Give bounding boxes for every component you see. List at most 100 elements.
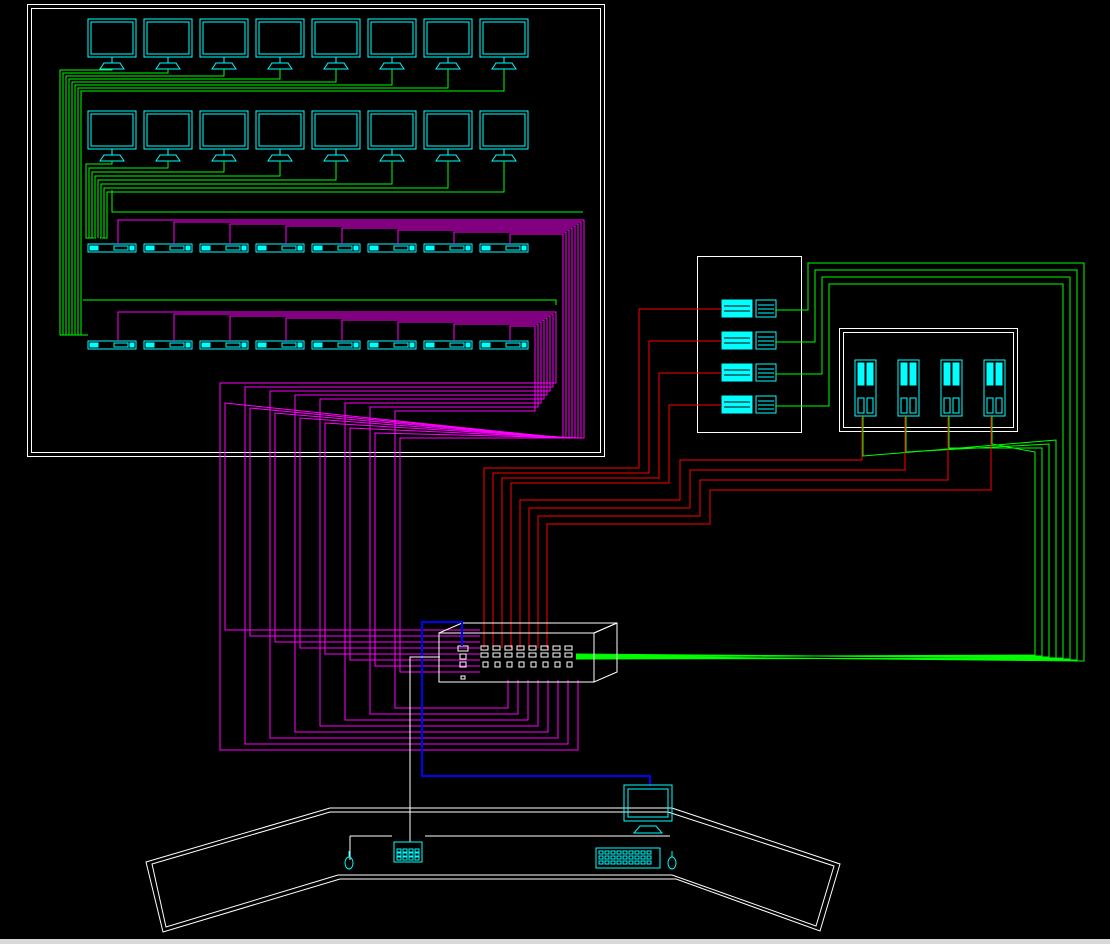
receiver-body — [255, 340, 305, 350]
switch-port — [566, 661, 573, 668]
monitor-icon — [423, 18, 473, 70]
receiver-port — [369, 245, 379, 251]
receiver-module — [199, 243, 249, 253]
keypad-key — [414, 852, 420, 857]
video-cable — [100, 161, 393, 239]
monitor-bezel — [426, 21, 470, 55]
console-monitor-screen — [623, 784, 673, 822]
keyboard-key — [628, 850, 634, 855]
video-cable — [88, 161, 169, 239]
av-cable — [173, 221, 582, 667]
receiver-led — [129, 342, 135, 348]
mouse-icon — [344, 851, 354, 870]
control-cable — [483, 308, 722, 648]
monitor-bezel — [202, 113, 246, 147]
video-cable — [74, 69, 393, 336]
console-desk-inner — [151, 811, 835, 928]
monitor-screen — [255, 110, 305, 150]
monitor-bezel — [370, 21, 414, 55]
cabinet-unit-bay — [866, 397, 874, 414]
receiver-port — [201, 342, 211, 348]
switch-port — [552, 645, 561, 651]
video-cable — [111, 190, 583, 213]
receiver-module — [423, 340, 473, 350]
switch-port — [516, 645, 525, 651]
wall-frame-inner — [31, 8, 601, 453]
monitor-screen — [143, 110, 193, 150]
receiver-module — [367, 243, 417, 253]
video-cable — [65, 69, 225, 336]
keyboard-key — [604, 855, 610, 860]
video-cable — [85, 161, 113, 239]
cabinet-unit-bay — [900, 397, 908, 414]
switch-port — [492, 645, 501, 651]
monitor-icon — [479, 18, 529, 70]
monitor-icon — [311, 18, 361, 70]
receiver-display — [393, 342, 409, 348]
cabinet-frame-outer — [839, 328, 1018, 432]
video-cable — [91, 161, 225, 239]
switch-port — [564, 652, 573, 658]
receiver-port — [369, 342, 379, 348]
keyboard-key — [598, 855, 604, 860]
matrix-switch — [438, 622, 618, 683]
receiver-display — [113, 342, 129, 348]
receiver-module — [311, 340, 361, 350]
server-panel — [755, 363, 777, 382]
receiver-body — [87, 340, 137, 350]
receiver-display — [281, 245, 297, 251]
receiver-display — [449, 245, 465, 251]
control-cable — [492, 340, 722, 648]
receiver-body — [479, 340, 529, 350]
keyboard-key — [616, 850, 622, 855]
receiver-display — [169, 342, 185, 348]
monitor-stand — [491, 154, 517, 162]
monitor-rows — [87, 18, 529, 162]
receiver-module — [199, 340, 249, 350]
monitor-icon — [423, 110, 473, 162]
keyboard-key — [604, 860, 610, 865]
monitor-screen — [311, 18, 361, 58]
switch-port — [506, 661, 513, 668]
cabinet-unit-body — [983, 359, 1006, 417]
monitor-icon — [199, 110, 249, 162]
monitor-stand — [435, 154, 461, 162]
av-cable — [285, 317, 549, 733]
keyboard-key — [634, 850, 640, 855]
monitor-stand — [155, 154, 181, 162]
switch-port — [459, 653, 467, 660]
monitor-bezel — [90, 113, 134, 147]
keyboard-key — [628, 855, 634, 860]
receiver-body — [311, 243, 361, 253]
av-cable — [274, 229, 570, 643]
av-cable — [224, 233, 564, 631]
monitor-stand — [379, 154, 405, 162]
monitor-stand — [211, 154, 237, 162]
receiver-body — [423, 243, 473, 253]
receiver-body — [367, 243, 417, 253]
receiver-display — [449, 342, 465, 348]
receiver-module — [479, 340, 529, 350]
receiver-led — [129, 245, 135, 251]
keyboard-key — [628, 860, 634, 865]
monitor-icon — [143, 18, 193, 70]
cabinet-unit-body — [897, 359, 920, 417]
monitor-stand — [435, 62, 461, 70]
server-unit — [721, 363, 777, 382]
control-cable — [528, 416, 906, 648]
monitor-bezel — [90, 21, 134, 55]
monitor-icon — [199, 18, 249, 70]
keyboard-key — [616, 855, 622, 860]
data-cable — [409, 656, 440, 842]
switch-port — [540, 645, 549, 651]
video-wall-frame — [27, 4, 605, 457]
video-cable — [575, 276, 1071, 660]
keyboard-key — [622, 855, 628, 860]
cabinet-unit-bay — [943, 397, 951, 414]
mouse-body — [667, 856, 677, 870]
receiver-led — [409, 245, 415, 251]
receiver-port — [145, 245, 155, 251]
switch-port — [528, 645, 537, 651]
receiver-port — [145, 342, 155, 348]
